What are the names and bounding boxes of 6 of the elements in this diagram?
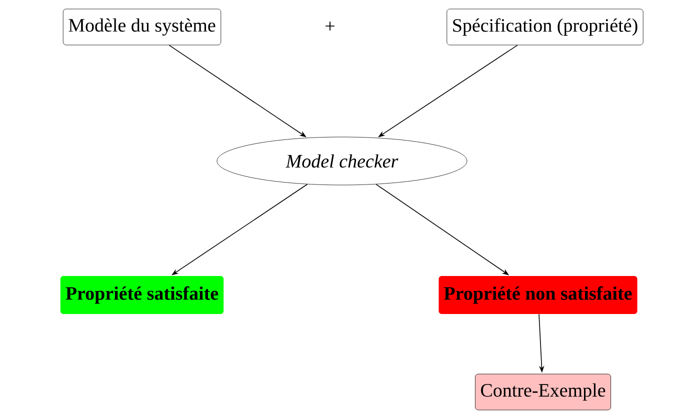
result-box: Propriété non satisfaite bbox=[438, 276, 638, 314]
result-box: Contre-Exemple bbox=[475, 374, 611, 410]
process-box: Modèle du système bbox=[62, 8, 222, 46]
result-box: Propriété satisfaite bbox=[60, 276, 224, 314]
process-box: Spécification (propriété) bbox=[446, 8, 644, 46]
plus-sign: + bbox=[326, 22, 334, 30]
